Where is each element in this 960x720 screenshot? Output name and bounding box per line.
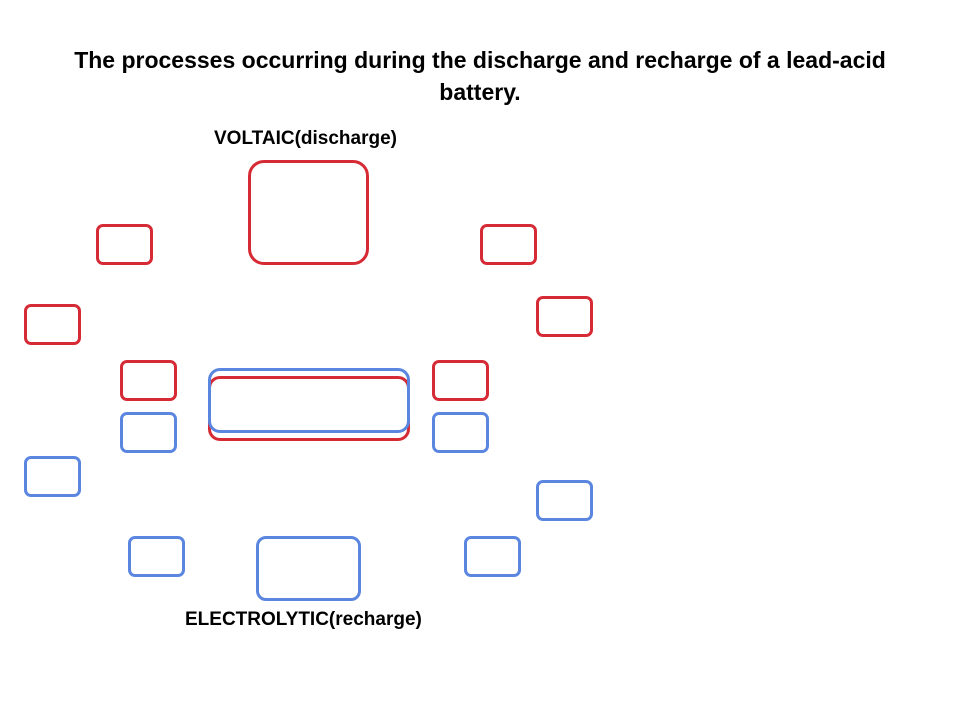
discharge-box-inner-right [432, 360, 489, 401]
recharge-box-inner-right [432, 412, 489, 453]
recharge-box-inner-left [120, 412, 177, 453]
discharge-box-top-right [480, 224, 537, 265]
recharge-box-right [536, 480, 593, 521]
page-title: The processes occurring during the disch… [74, 47, 886, 105]
recharge-box-bottom-right [464, 536, 521, 577]
recharge-box-left [24, 456, 81, 497]
discharge-box-right [536, 296, 593, 337]
recharge-box-center [208, 368, 410, 433]
electrolytic-label: ELECTROLYTIC(recharge) [185, 609, 422, 630]
discharge-box-left [24, 304, 81, 345]
discharge-box-inner-left [120, 360, 177, 401]
voltaic-label: VOLTAIC(discharge) [214, 128, 397, 149]
discharge-box-top-left [96, 224, 153, 265]
discharge-box-top-center [248, 160, 369, 265]
recharge-box-bottom-center [256, 536, 361, 601]
recharge-box-bottom-left [128, 536, 185, 577]
